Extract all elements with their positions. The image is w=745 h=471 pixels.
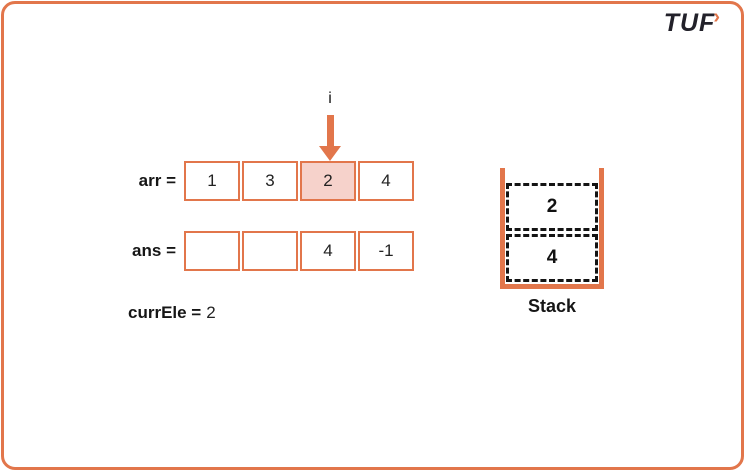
index-pointer-label: i <box>328 90 332 107</box>
stack-item: 2 <box>506 183 598 231</box>
arr-cell: 3 <box>242 161 298 201</box>
arr-row: 1 3 2 4 <box>184 161 414 201</box>
arr-cell: 2 <box>300 161 356 201</box>
stack-container: 2 4 <box>500 168 604 289</box>
arr-cell: 4 <box>358 161 414 201</box>
arr-cell: 1 <box>184 161 240 201</box>
ans-cell <box>184 231 240 271</box>
tuf-logo: TUF› <box>663 6 723 38</box>
tuf-logo-chevron-icon: › <box>713 6 721 28</box>
tuf-logo-text: TUF <box>663 9 716 37</box>
ans-row-label: ans = <box>132 241 176 260</box>
curr-ele-readout: currEle =2 <box>128 303 216 323</box>
ans-row: 4 -1 <box>184 231 414 271</box>
stack-caption: Stack <box>527 296 577 316</box>
ans-cell: -1 <box>358 231 414 271</box>
curr-ele-value: 2 <box>206 303 216 322</box>
stack-item: 4 <box>506 234 598 282</box>
curr-ele-label: currEle = <box>128 303 202 322</box>
arr-row-label: arr = <box>138 171 176 190</box>
ans-cell: 4 <box>300 231 356 271</box>
ans-cell <box>242 231 298 271</box>
down-arrow-head-icon <box>319 146 341 161</box>
down-arrow-icon <box>327 115 334 146</box>
